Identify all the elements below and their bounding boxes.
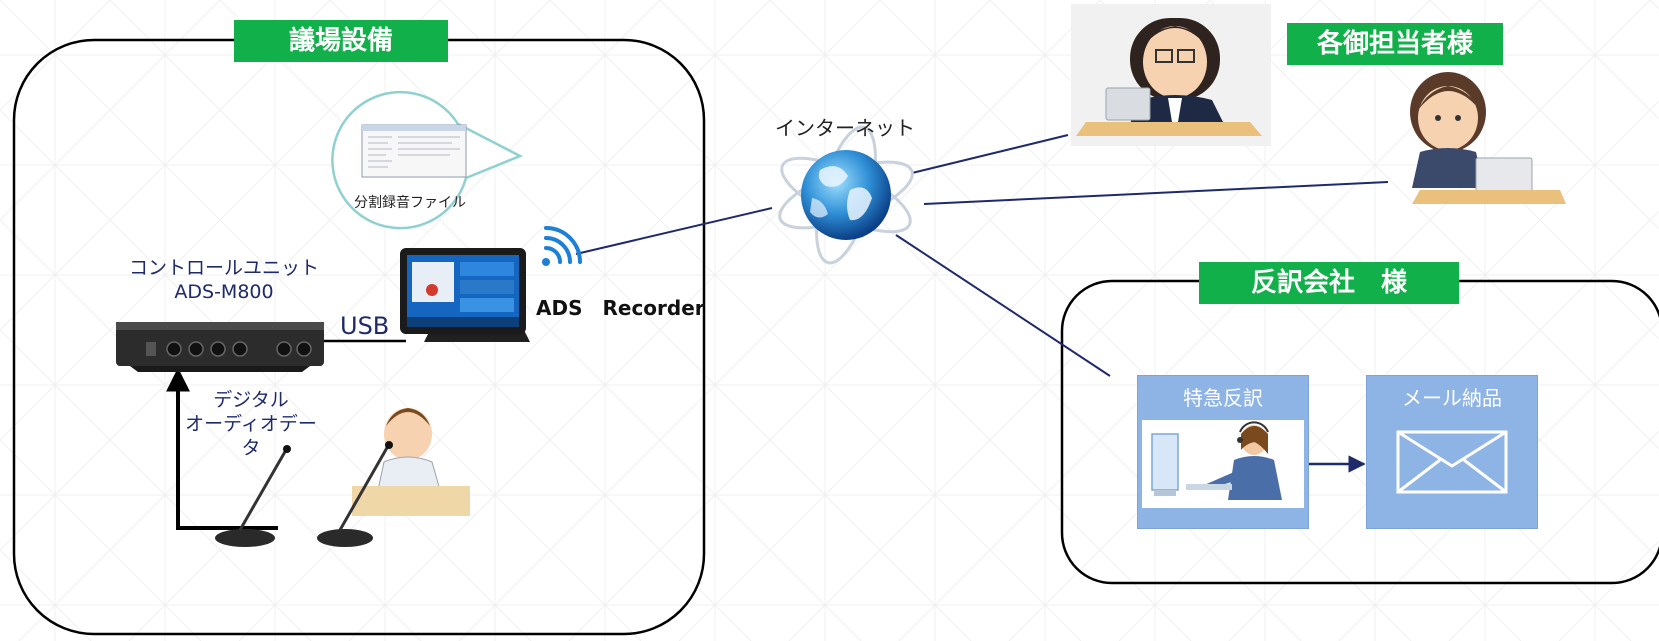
venue-title-badge: 議場設備 xyxy=(234,20,448,62)
envelope-icon xyxy=(1396,430,1508,494)
staff-woman-illustration xyxy=(1410,72,1566,204)
tablet-device xyxy=(400,248,530,342)
microphone-2-icon xyxy=(317,441,393,547)
link-internet-translation xyxy=(895,234,1111,377)
globe-icon xyxy=(778,125,914,265)
express-transcription-title: 特急反訳 xyxy=(1183,386,1263,410)
microphone-1-icon xyxy=(215,445,291,547)
control-unit-label-line1: コントロールユニット xyxy=(128,257,319,279)
control-unit-device xyxy=(116,322,324,372)
staff-title-badge: 各御担当者様 xyxy=(1287,23,1503,65)
speaker-illustration xyxy=(352,408,470,516)
mail-delivery-title: メール納品 xyxy=(1402,386,1502,410)
digital-audio-label: デジタル オーディオデータ xyxy=(176,388,326,460)
audio-cable xyxy=(166,367,278,530)
recorder-label: ADS Recorder xyxy=(536,296,705,320)
express-transcription-panel: 特急反訳 xyxy=(1137,375,1309,529)
digital-audio-label-line1: デジタル xyxy=(213,389,289,411)
staff-man-illustration xyxy=(1071,4,1271,146)
link-internet-staff-2 xyxy=(923,181,1389,205)
control-unit-label: コントロールユニット ADS-M800 xyxy=(118,256,330,304)
usb-label: USB xyxy=(340,312,390,340)
transcriber-illustration xyxy=(1142,420,1304,508)
translation-company-title-badge: 反訳会社 様 xyxy=(1199,262,1459,304)
split-file-label: 分割録音ファイル xyxy=(354,195,466,211)
link-recorder-internet xyxy=(575,207,773,255)
mail-delivery-panel: メール納品 xyxy=(1366,375,1538,529)
wifi-icon xyxy=(542,226,582,266)
control-unit-label-line2: ADS-M800 xyxy=(174,281,274,303)
digital-audio-label-line2: オーディオデータ xyxy=(185,413,317,459)
internet-label: インターネット xyxy=(775,116,915,140)
split-file-bubble xyxy=(331,90,523,230)
link-internet-staff-1 xyxy=(911,134,1069,174)
